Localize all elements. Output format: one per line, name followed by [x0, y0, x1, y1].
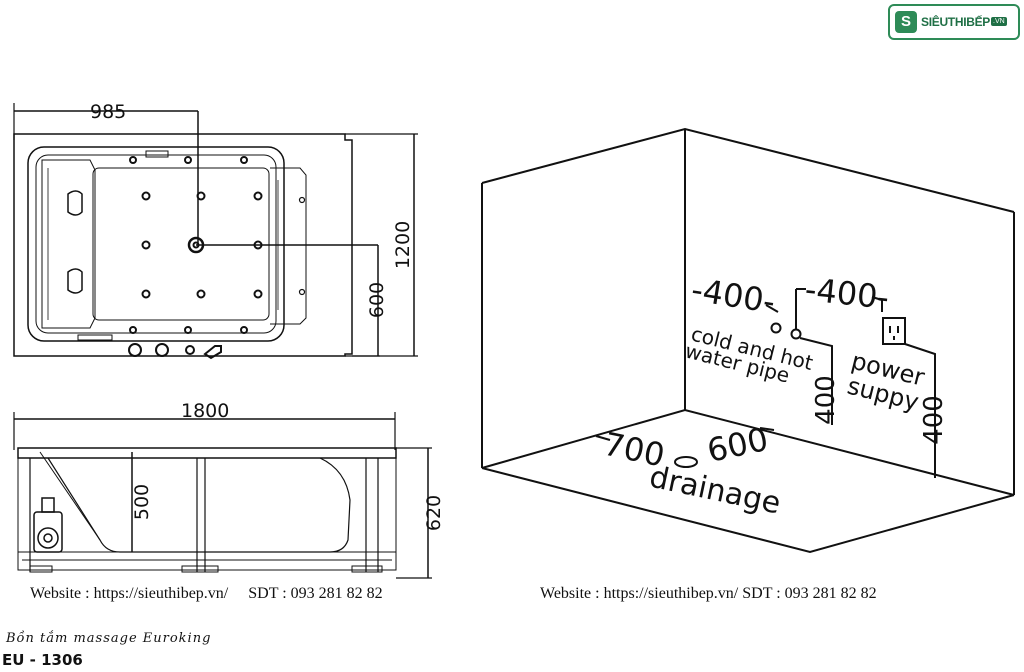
jet-4 [141, 240, 151, 250]
jet-10 [184, 326, 192, 334]
knob-1 [128, 343, 142, 357]
top-front-strip [77, 334, 113, 341]
power-height-guide [904, 343, 936, 478]
power-height-label: 400 [919, 395, 949, 445]
side-length-label: 1800 [181, 400, 229, 422]
top-pillow-1 [67, 190, 83, 216]
pipe-height-guide [799, 337, 833, 425]
side-foot-1 [29, 565, 53, 573]
spacing-tick-2 [871, 296, 883, 301]
top-basin-outline [27, 146, 285, 342]
side-rim [17, 447, 397, 459]
top-knobs [128, 343, 222, 360]
jet-3 [253, 191, 263, 201]
side-foot-3 [351, 565, 383, 573]
top-view [13, 103, 353, 357]
jet-12 [129, 156, 137, 164]
side-foot-2 [181, 565, 219, 573]
room-floor-front-edges [481, 467, 1015, 554]
jet-13 [184, 156, 192, 164]
top-drain-offset-label: 600 [366, 282, 388, 318]
top-control-strip [145, 150, 169, 158]
brand-logo: S SIÊUTHIBẾP .VN [888, 4, 1020, 40]
left-spacing-label: -400- [689, 270, 778, 321]
jet-7 [196, 289, 206, 299]
drain-tick-left [595, 435, 611, 441]
product-model: EU - 1306 [2, 651, 83, 669]
installation-room [481, 127, 1015, 554]
room-floor-back-edges [481, 408, 1015, 496]
knob-3 [185, 345, 195, 355]
logo-s-icon: S [895, 11, 917, 33]
pump-motor-icon [33, 497, 63, 553]
top-width-label: 985 [90, 101, 126, 123]
jet-9 [129, 326, 137, 334]
top-headrest-area [41, 159, 96, 329]
pipe-height-label: 400 [811, 375, 841, 425]
jet-1 [141, 191, 151, 201]
side-back-slope [39, 451, 101, 541]
side-height-label: 620 [423, 495, 445, 531]
jet-14 [240, 156, 248, 164]
power-outlet-icon [882, 317, 906, 345]
right-spacing-label: -400- [803, 270, 891, 317]
top-right-step [270, 167, 307, 325]
top-outer-rim [13, 133, 353, 357]
jet-8 [253, 289, 263, 299]
cold-pipe-icon [770, 322, 782, 334]
logo-badge: .VN [991, 16, 1007, 26]
website-right: Website : https://sieuthibep.vn/ SDT : 0… [540, 585, 877, 602]
product-name: Bồn tắm massage Euroking [6, 631, 212, 646]
top-dimensions [196, 111, 418, 357]
side-basin-profile [47, 457, 351, 553]
drain-hole-icon [674, 456, 698, 468]
spacing-tick-1 [765, 304, 779, 313]
logo-text: SIÊUTHIBẾP [921, 15, 991, 29]
side-frame [17, 457, 397, 571]
room-ceiling-edges [481, 127, 1015, 213]
drain-right-label: 600 [704, 420, 772, 470]
top-length-label: 1200 [392, 221, 414, 269]
side-inner-depth-label: 500 [131, 484, 153, 520]
top-nub-2 [298, 288, 306, 296]
top-pillow-2 [67, 268, 83, 294]
top-floor [92, 167, 270, 321]
jet-11 [240, 326, 248, 334]
knob-2 [155, 343, 169, 357]
jet-6 [141, 289, 151, 299]
knob-4 [203, 345, 222, 360]
top-nub-1 [298, 196, 306, 204]
drain-tick-right [759, 427, 775, 431]
side-view [13, 412, 432, 579]
top-basin-inner [35, 154, 277, 334]
website-left: Website : https://sieuthibep.vn/ SDT : 0… [30, 585, 383, 602]
hot-pipe-icon [790, 328, 802, 340]
